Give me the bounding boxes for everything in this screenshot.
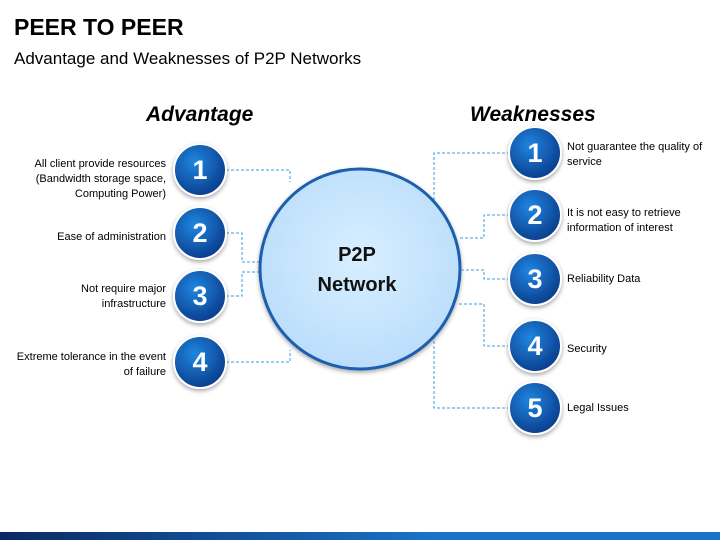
weakness-number-1: 1 <box>527 138 543 168</box>
weakness-number-4: 4 <box>527 331 543 361</box>
connector-adv-4 <box>226 350 291 363</box>
page-title: PEER TO PEER <box>14 14 184 40</box>
advantage-text-4: Extreme tolerance in the event of failur… <box>16 351 166 378</box>
advantage-number-2: 2 <box>192 218 208 248</box>
advantage-badge-4 <box>173 335 227 389</box>
weakness-text-3: Reliability Data <box>567 273 641 285</box>
weakness-badge-5 <box>508 381 562 435</box>
weakness-badge-1 <box>508 126 562 180</box>
footer-bar <box>0 532 720 540</box>
advantage-badge-2 <box>173 206 227 260</box>
advantage-badge-1 <box>173 143 227 197</box>
page-subtitle: Advantage and Weaknesses of P2P Networks <box>14 49 362 68</box>
weakness-number-3: 3 <box>527 264 543 294</box>
p2p-network-circle <box>258 167 462 371</box>
advantage-text-3: Not require major infrastructure <box>81 283 166 310</box>
connector-weak-2 <box>458 214 510 239</box>
weakness-text-4: Security <box>567 343 607 355</box>
left-connectors <box>226 169 291 363</box>
advantage-heading: Advantage <box>146 103 254 126</box>
weakness-badge-3 <box>508 252 562 306</box>
right-connectors <box>433 152 510 409</box>
weakness-badge-2 <box>508 188 562 242</box>
weakness-text-2: It is not easy to retrieve information o… <box>567 207 681 234</box>
weakness-text-5: Legal Issues <box>567 402 629 414</box>
connector-weak-4 <box>458 303 510 347</box>
connector-adv-2 <box>226 232 262 263</box>
connector-adv-1 <box>226 169 291 182</box>
weakness-number-5: 5 <box>527 393 543 423</box>
weakness-number-2: 2 <box>527 200 543 230</box>
center-label-line2: Network <box>317 274 397 296</box>
weaknesses-heading: Weaknesses <box>470 103 596 126</box>
advantage-badges <box>173 143 227 389</box>
advantage-text-1: All client provide resources (Bandwidth … <box>34 158 166 200</box>
connector-weak-3 <box>462 269 510 280</box>
weakness-badges <box>508 126 562 435</box>
center-label: P2P Network <box>292 240 422 300</box>
advantage-number-1: 1 <box>192 155 208 185</box>
connector-adv-3 <box>226 271 262 297</box>
weakness-badge-4 <box>508 319 562 373</box>
advantage-badge-3 <box>173 269 227 323</box>
center-label-line1: P2P <box>338 244 376 266</box>
advantage-text-2: Ease of administration <box>57 231 166 243</box>
weakness-text-1: Not guarantee the quality of service <box>567 141 703 168</box>
connector-weak-1 <box>433 152 510 202</box>
connector-weak-5 <box>433 336 510 409</box>
advantage-number-3: 3 <box>192 281 208 311</box>
advantage-number-4: 4 <box>192 347 208 377</box>
